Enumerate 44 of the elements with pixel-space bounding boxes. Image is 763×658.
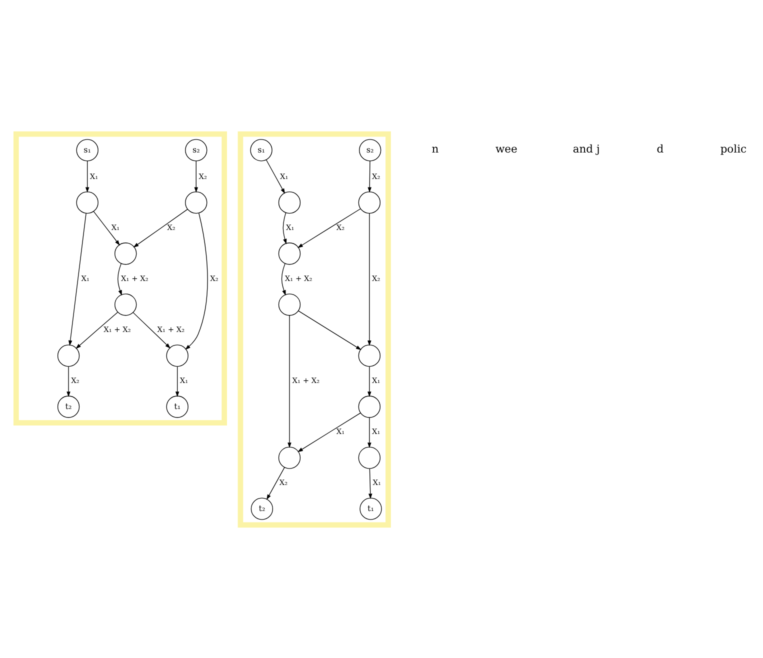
arrow (68, 212, 86, 346)
node-circle (278, 293, 301, 316)
label: polic (720, 142, 747, 156)
arrow (93, 210, 120, 246)
cluster (238, 130, 391, 528)
label: n (432, 142, 439, 156)
node-circle (358, 344, 380, 366)
arrow (132, 312, 170, 348)
node-circle (358, 190, 380, 214)
arrow (266, 158, 286, 194)
label: wee (495, 142, 518, 156)
arrow (282, 212, 287, 244)
arrow (288, 314, 292, 448)
arrow (368, 160, 372, 192)
arrow (118, 262, 122, 296)
node-circle (358, 446, 380, 468)
node-circle (76, 190, 98, 214)
label: d (656, 142, 664, 156)
arrow (298, 208, 361, 248)
arrow (194, 160, 198, 192)
arrow (66, 366, 70, 396)
node-circle (278, 446, 301, 468)
node-circle (114, 293, 137, 316)
arrow (298, 310, 362, 350)
arrow (85, 160, 90, 192)
arrow (298, 412, 361, 452)
node-circle (114, 242, 137, 264)
node-circle (358, 395, 380, 418)
node-circle (166, 344, 188, 366)
arrow (133, 208, 188, 248)
arrow (368, 212, 372, 346)
arrow (281, 262, 286, 296)
cluster (13, 130, 228, 426)
label: and j (572, 142, 600, 156)
arrow (185, 212, 208, 350)
arrow (368, 468, 372, 499)
node-circle (278, 242, 301, 264)
arrow (368, 416, 372, 448)
node-circle (185, 190, 208, 214)
arrow (175, 366, 180, 396)
node-circle (278, 190, 301, 214)
arrow (266, 466, 285, 500)
arrow (76, 311, 118, 348)
arrow (368, 366, 372, 396)
